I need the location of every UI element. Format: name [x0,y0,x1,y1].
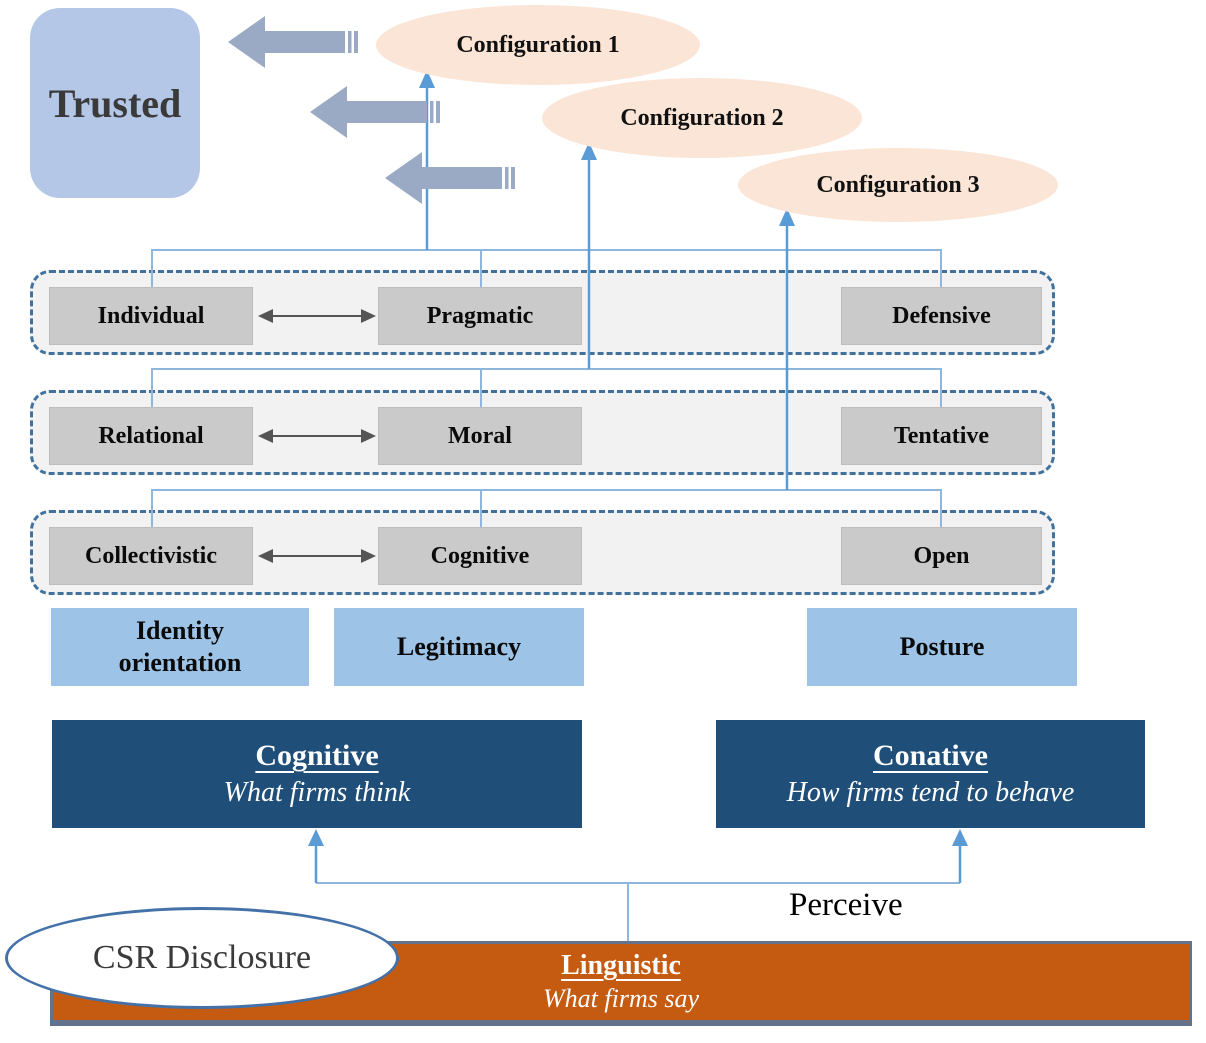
configuration-1-label: Configuration 1 [456,31,620,58]
conative-component-box: Conative How firms tend to behave [716,720,1145,828]
legitimacy-label-box: Legitimacy [334,608,584,686]
relational-label: Relational [98,422,204,449]
striped-left-arrow-icon [228,16,358,68]
legitimacy-label: Legitimacy [396,631,522,661]
collectivistic-box: Collectivistic [49,527,253,585]
linguistic-title: Linguistic [561,950,681,981]
trusted-label: Trusted [48,80,182,126]
posture-label: Posture [899,631,985,661]
double-arrow-icon [258,549,376,563]
row3-connector [151,489,942,527]
cognitive-label: Cognitive [430,542,530,569]
moral-label: Moral [448,422,512,449]
double-arrow-icon [258,429,376,443]
moral-box: Moral [378,407,582,465]
configuration3-arrow [779,208,795,490]
striped-left-arrow-icon [385,152,515,204]
cognitive-box: Cognitive [378,527,582,585]
conative-component-title: Conative [873,739,988,772]
perceive-label: Perceive [789,887,903,923]
linguistic-subtitle: What firms say [543,984,699,1013]
configuration-2-ellipse: Configuration 2 [542,78,862,158]
pragmatic-box: Pragmatic [378,287,582,345]
identity-orientation-label-box: Identity orientation [51,608,309,686]
configuration2-arrow [581,142,597,369]
identity-orientation-label: Identity orientation [118,615,242,678]
configuration-1-ellipse: Configuration 1 [376,5,700,85]
collectivistic-label: Collectivistic [85,542,217,569]
defensive-label: Defensive [892,302,991,329]
csr-disclosure-label: CSR Disclosure [92,939,312,976]
configuration-2-label: Configuration 2 [620,104,784,131]
cognitive-component-title: Cognitive [255,739,379,772]
trusted-box: Trusted [30,8,200,198]
open-label: Open [913,542,970,569]
row2-connector [151,368,942,407]
defensive-box: Defensive [841,287,1042,345]
open-box: Open [841,527,1042,585]
perceive-connector [308,829,968,941]
tentative-box: Tentative [841,407,1042,465]
relational-box: Relational [49,407,253,465]
striped-left-arrow-icon [310,86,440,138]
configuration-3-ellipse: Configuration 3 [738,148,1058,222]
row1-connector [151,249,942,287]
csr-disclosure-ellipse: CSR Disclosure [5,907,399,1009]
individual-label: Individual [97,302,205,329]
conative-component-subtitle: How firms tend to behave [786,777,1075,808]
cognitive-component-box: Cognitive What firms think [52,720,582,828]
posture-label-box: Posture [807,608,1077,686]
cognitive-component-subtitle: What firms think [223,777,411,808]
individual-box: Individual [49,287,253,345]
tentative-label: Tentative [893,422,990,449]
double-arrow-icon [258,309,376,323]
pragmatic-label: Pragmatic [426,302,534,329]
configuration-3-label: Configuration 3 [816,171,980,198]
